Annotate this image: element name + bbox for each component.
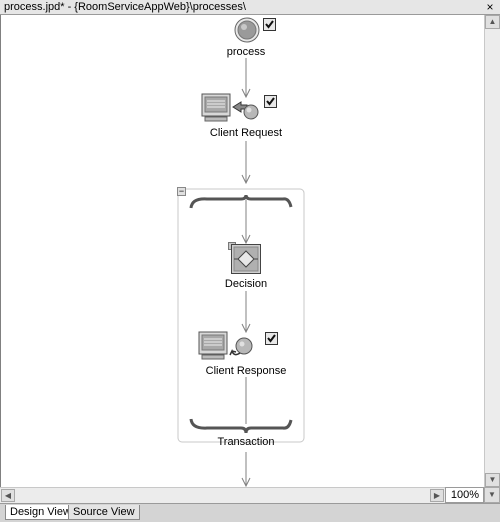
window-title: process.jpd* - {RoomServiceAppWeb}\proce… bbox=[4, 1, 246, 13]
transaction-bottom-brace bbox=[189, 418, 293, 434]
start-node-label: process bbox=[226, 46, 266, 58]
start-node[interactable] bbox=[234, 17, 260, 43]
transaction-collapse-toggle[interactable]: − bbox=[177, 186, 186, 196]
client-response-node[interactable] bbox=[198, 331, 258, 363]
scroll-up-arrow-icon[interactable]: ▲ bbox=[485, 15, 500, 29]
zoom-level[interactable]: 100% bbox=[445, 487, 484, 503]
transaction-group-box[interactable] bbox=[177, 188, 305, 443]
client-request-node[interactable] bbox=[201, 93, 261, 125]
client-request-checkbox[interactable] bbox=[264, 95, 277, 108]
checkmark-icon bbox=[265, 332, 278, 345]
horizontal-scrollbar[interactable]: ◀ ▶ bbox=[0, 487, 445, 503]
client-request-label: Client Request bbox=[209, 127, 283, 139]
client-response-label: Client Response bbox=[205, 365, 287, 377]
connector-lines bbox=[177, 58, 305, 487]
tab-source-view[interactable]: Source View bbox=[68, 505, 140, 520]
scroll-down-arrow-icon[interactable]: ▼ bbox=[485, 473, 500, 487]
transaction-top-brace bbox=[189, 194, 293, 209]
client-request-icon bbox=[201, 93, 259, 122]
decision-node[interactable] bbox=[231, 244, 261, 274]
tab-design-view[interactable]: Design View bbox=[5, 505, 76, 520]
start-node-icon bbox=[234, 17, 260, 43]
scroll-left-arrow-icon[interactable]: ◀ bbox=[1, 489, 15, 502]
checkmark-icon bbox=[264, 95, 277, 108]
zoom-dropdown-icon[interactable]: ▼ bbox=[484, 487, 500, 503]
checkmark-icon bbox=[263, 18, 276, 31]
transaction-label: Transaction bbox=[217, 436, 275, 448]
client-response-icon bbox=[198, 331, 253, 360]
start-checkbox[interactable] bbox=[263, 18, 276, 31]
window-title-bar: process.jpd* - {RoomServiceAppWeb}\proce… bbox=[0, 0, 500, 15]
close-icon[interactable]: × bbox=[486, 0, 494, 14]
client-response-checkbox[interactable] bbox=[265, 332, 278, 345]
decision-icon bbox=[231, 244, 261, 274]
decision-label: Decision bbox=[224, 278, 268, 290]
vertical-scrollbar[interactable]: ▲ ▼ bbox=[484, 15, 500, 487]
view-tab-bar: Design View Source View bbox=[0, 503, 500, 522]
scroll-right-arrow-icon[interactable]: ▶ bbox=[430, 489, 444, 502]
design-canvas[interactable]: process Client Request − bbox=[0, 15, 500, 487]
